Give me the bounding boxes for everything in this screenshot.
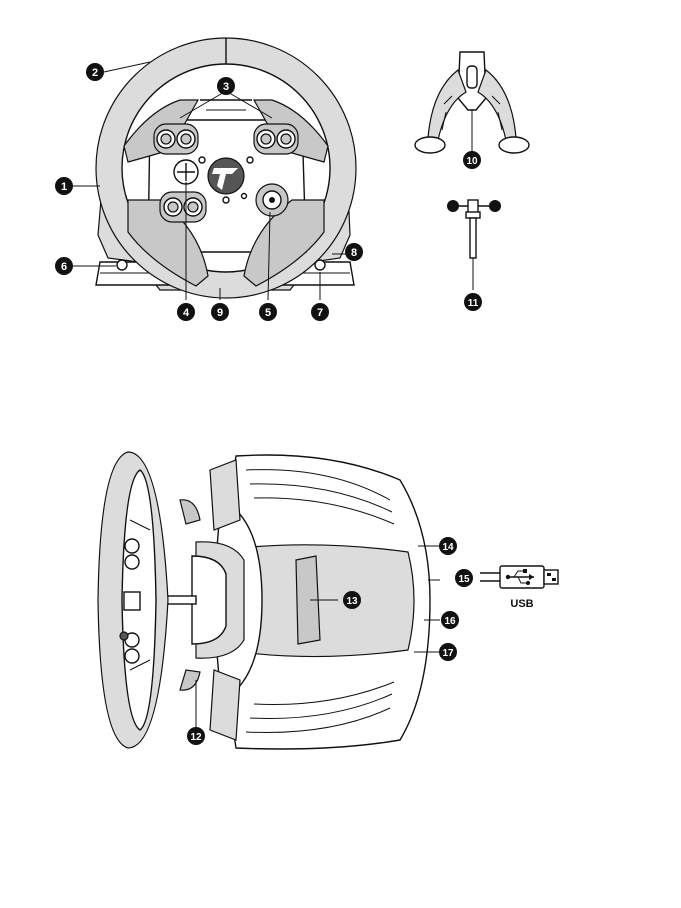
wheel-side-view [150,455,430,749]
svg-text:8: 8 [351,247,357,259]
svg-text:1: 1 [61,181,67,193]
callout-8: 8 [345,243,363,261]
svg-text:17: 17 [442,648,454,659]
svg-text:3: 3 [223,81,229,93]
callout-17: 17 [439,643,457,661]
svg-text:6: 6 [61,261,67,273]
usb-connector: USB [480,566,558,610]
base-body-band [240,545,414,657]
svg-text:7: 7 [317,307,323,319]
svg-text:11: 11 [468,298,479,309]
svg-text:12: 12 [190,732,202,743]
callout-12: 12 [187,727,205,745]
wheel-rim-side [98,452,168,748]
callout-3: 3 [217,77,235,95]
callout-4: 4 [177,303,195,321]
callout-7: 7 [311,303,329,321]
svg-text:4: 4 [183,307,190,319]
table-clamp [415,52,529,153]
callout-10: 10 [463,151,481,169]
lower-left-button-cluster [160,192,206,222]
svg-text:13: 13 [346,596,358,607]
svg-text:16: 16 [444,616,456,627]
callout-15: 15 [455,569,473,587]
upper-right-button-cluster [254,124,298,154]
callout-14: 14 [439,537,457,555]
svg-text:14: 14 [442,542,454,553]
callout-13: 13 [343,591,361,609]
callout-2: 2 [86,63,104,81]
callout-11: 11 [464,293,482,311]
svg-text:2: 2 [92,67,98,79]
tmx-logo-icon [208,158,244,194]
callout-1: 1 [55,177,73,195]
callout-6: 6 [55,257,73,275]
d-pad [174,160,198,184]
callout-16: 16 [441,611,459,629]
usb-label: USB [510,598,533,610]
rotary-selector [256,184,288,216]
base-right-button [315,260,325,270]
svg-text:15: 15 [458,574,470,585]
clamp-screw [447,200,501,290]
upper-left-button-cluster [154,124,198,154]
callout-5: 5 [259,303,277,321]
callout-9: 9 [211,303,229,321]
svg-text:9: 9 [217,307,223,319]
svg-text:10: 10 [466,156,478,167]
base-left-button [117,260,127,270]
svg-text:5: 5 [265,307,271,319]
